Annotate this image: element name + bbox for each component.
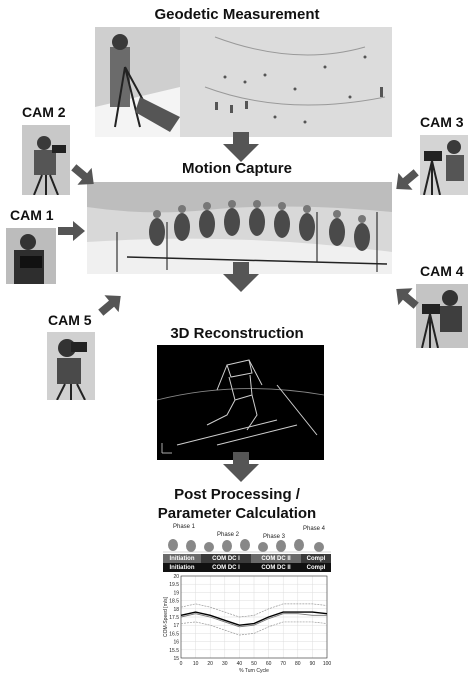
cam5-photo <box>47 332 95 400</box>
y-tick-label-7: 18.5 <box>169 599 179 605</box>
series-line-2 <box>180 603 328 618</box>
title-geodetic: Geodetic Measurement <box>154 6 320 23</box>
cam4-photo <box>416 284 468 348</box>
cam4-label: CAM 4 <box>420 263 464 279</box>
cam2-label: CAM 2 <box>22 104 66 120</box>
y-tick-label-0: 15 <box>173 656 179 662</box>
y-tick-label-3: 16.5 <box>169 631 179 637</box>
y-tick-label-9: 19.5 <box>169 582 179 588</box>
phase-4-label: Phase 4 <box>303 526 326 532</box>
phase-3-label: Phase 3 <box>263 534 286 540</box>
x-tick-label-4: 40 <box>237 661 243 667</box>
x-tick-label-0: 0 <box>180 661 183 667</box>
cam3-label: CAM 3 <box>420 114 464 130</box>
bar-bottom-com-dc-1: COM DC I <box>212 564 240 571</box>
series-line-0 <box>180 611 328 626</box>
com-speed-chart: 15 15.5 16 16.5 17 17.5 18 18.5 19 19.5 20 0 10 20 30 4… <box>163 574 331 673</box>
phase-bar-bottom: Initiation COM DC I COM DC II Compl <box>163 563 331 572</box>
phase-bar-top: Initiation COM DC I COM DC II Compl <box>163 554 331 563</box>
bar-bottom-com-dc-2: COM DC II <box>261 564 291 571</box>
y-tick-label-10: 20 <box>173 574 179 580</box>
x-tick-label-8: 80 <box>295 661 301 667</box>
y-tick-label-4: 17 <box>173 623 179 629</box>
x-tick-label-1: 10 <box>193 661 199 667</box>
skier-silhouettes <box>163 535 331 553</box>
cam2-photo <box>22 125 70 195</box>
arrow-cam1 <box>56 219 86 243</box>
x-axis-label: % Turn Cycle <box>239 668 269 673</box>
bar-top-com-dc-1: COM DC I <box>201 554 251 563</box>
y-axis-label: COM-Speed [m/s] <box>163 596 169 637</box>
title-reconstruction: 3D Reconstruction <box>170 325 304 342</box>
title-post-line1: Post Processing / <box>174 486 300 503</box>
arrow-cam4 <box>392 283 422 313</box>
y-tick-label-2: 16 <box>173 640 179 646</box>
arrow-down-motion <box>222 262 260 292</box>
bar-bottom-initiation: Initiation <box>169 564 195 571</box>
geodetic-photo <box>95 27 392 137</box>
x-tick-label-5: 50 <box>251 661 257 667</box>
title-post-line2: Parameter Calculation <box>157 505 317 522</box>
cam3-photo <box>420 135 468 195</box>
arrow-down-geodetic <box>222 132 260 162</box>
x-tick-label-2: 20 <box>207 661 213 667</box>
bar-top-initiation: Initiation <box>163 554 201 563</box>
cam5-label: CAM 5 <box>48 312 92 328</box>
arrow-cam2 <box>68 160 98 190</box>
y-tick-label-5: 17.5 <box>169 615 179 621</box>
reconstruction-image <box>157 345 324 460</box>
y-tick-label-8: 19 <box>173 590 179 596</box>
cam1-photo <box>6 228 56 284</box>
x-tick-label-6: 60 <box>266 661 272 667</box>
arrow-down-reconstruction <box>222 452 260 482</box>
bar-top-compl: Compl <box>301 554 331 563</box>
y-tick-label-1: 15.5 <box>169 648 179 654</box>
post-processing-figure: Phase 1 Phase 2 Phase 3 Phase 4 Initiati… <box>163 523 331 673</box>
arrow-cam5 <box>95 290 125 320</box>
series-line-1 <box>180 613 327 628</box>
x-tick-label-3: 30 <box>222 661 228 667</box>
title-motion: Motion Capture <box>182 160 292 177</box>
phase-2-label: Phase 2 <box>217 532 240 538</box>
x-tick-label-9: 90 <box>310 661 316 667</box>
arrow-cam3 <box>392 165 422 195</box>
cam1-label: CAM 1 <box>10 207 54 223</box>
phase-1-label: Phase 1 <box>173 524 196 530</box>
x-tick-label-7: 70 <box>280 661 286 667</box>
series-line-3 <box>180 621 328 636</box>
y-tick-label-6: 18 <box>173 607 179 613</box>
x-tick-label-10: 100 <box>323 661 331 667</box>
motion-capture-photo <box>87 182 392 274</box>
bar-bottom-compl: Compl <box>306 564 326 571</box>
bar-top-com-dc-2: COM DC II <box>251 554 301 563</box>
